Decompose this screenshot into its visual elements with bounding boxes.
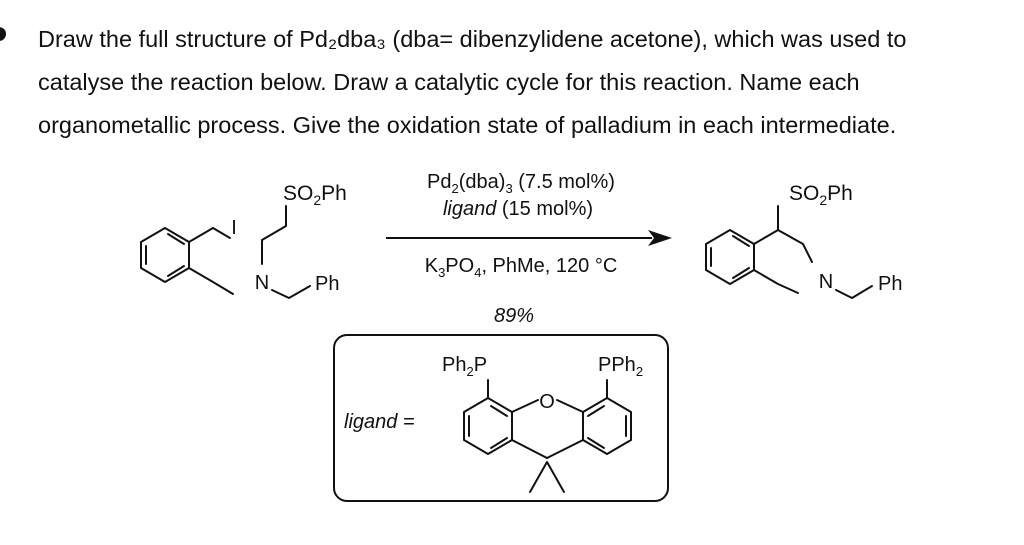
- iodo-bond: [188, 227, 214, 243]
- reactant-phenyl: Ph: [315, 273, 339, 295]
- reactant-ethyl-chain: [261, 205, 287, 265]
- question-line-1: Draw the full structure of Pd₂dba₃ (dba=…: [38, 26, 907, 52]
- ligand-equals-label: ligand =: [344, 411, 415, 433]
- reaction-conditions: Pd2(dba)3 (7.5 mol%) ligand (15 mol%) K3…: [386, 171, 672, 327]
- reactant-structure: I N SO2Ph Ph: [140, 182, 347, 299]
- product-nitrogen: N: [819, 271, 833, 293]
- reaction-arrowhead: [648, 230, 672, 246]
- catalyst-label: Pd2(dba)3 (7.5 mol%): [427, 171, 615, 196]
- ligand-loading-label: ligand (15 mol%): [443, 198, 593, 220]
- question-line-3: organometallic process. Give the oxidati…: [38, 112, 897, 138]
- list-bullet: [0, 27, 6, 41]
- base-solvent-label: K3PO4, PhMe, 120 °C: [425, 255, 618, 280]
- ligand-box-frame: [333, 334, 669, 502]
- reactant-benzyl-chain: [271, 285, 311, 299]
- gem-dimethyl: [529, 461, 565, 493]
- product-ring-carbon-chain: [753, 229, 813, 263]
- product-structure: SO2Ph N Ph: [705, 182, 902, 299]
- reactant-benzene-ring: [140, 227, 190, 283]
- question-text: Draw the full structure of Pd₂dba₃ (dba=…: [38, 18, 998, 147]
- iodo-atom: I: [231, 217, 237, 239]
- yield-label: 89%: [494, 305, 534, 327]
- product-benzene-ring: [705, 229, 755, 285]
- ligand-box: ligand = Ph2P PPh2 O: [333, 334, 669, 502]
- reactant-nitrogen: N: [255, 272, 269, 294]
- xanthene-right-ring: [582, 397, 632, 455]
- reactant-sulfonyl: SO2Ph: [283, 182, 347, 208]
- ligand-right-phosphine: PPh2: [598, 354, 643, 379]
- question-line-2: catalyse the reaction below. Draw a cata…: [38, 69, 860, 95]
- product-sulfonyl: SO2Ph: [789, 182, 853, 208]
- reactant-n-linker: [188, 267, 234, 295]
- product-benzyl-chain: [835, 285, 873, 299]
- ligand-left-phosphine: Ph2P: [442, 354, 487, 379]
- xanthene-oxygen: O: [539, 391, 555, 413]
- product-ring-n-linker: [753, 269, 799, 294]
- product-phenyl: Ph: [878, 273, 902, 295]
- xanthene-left-ring: [463, 397, 513, 455]
